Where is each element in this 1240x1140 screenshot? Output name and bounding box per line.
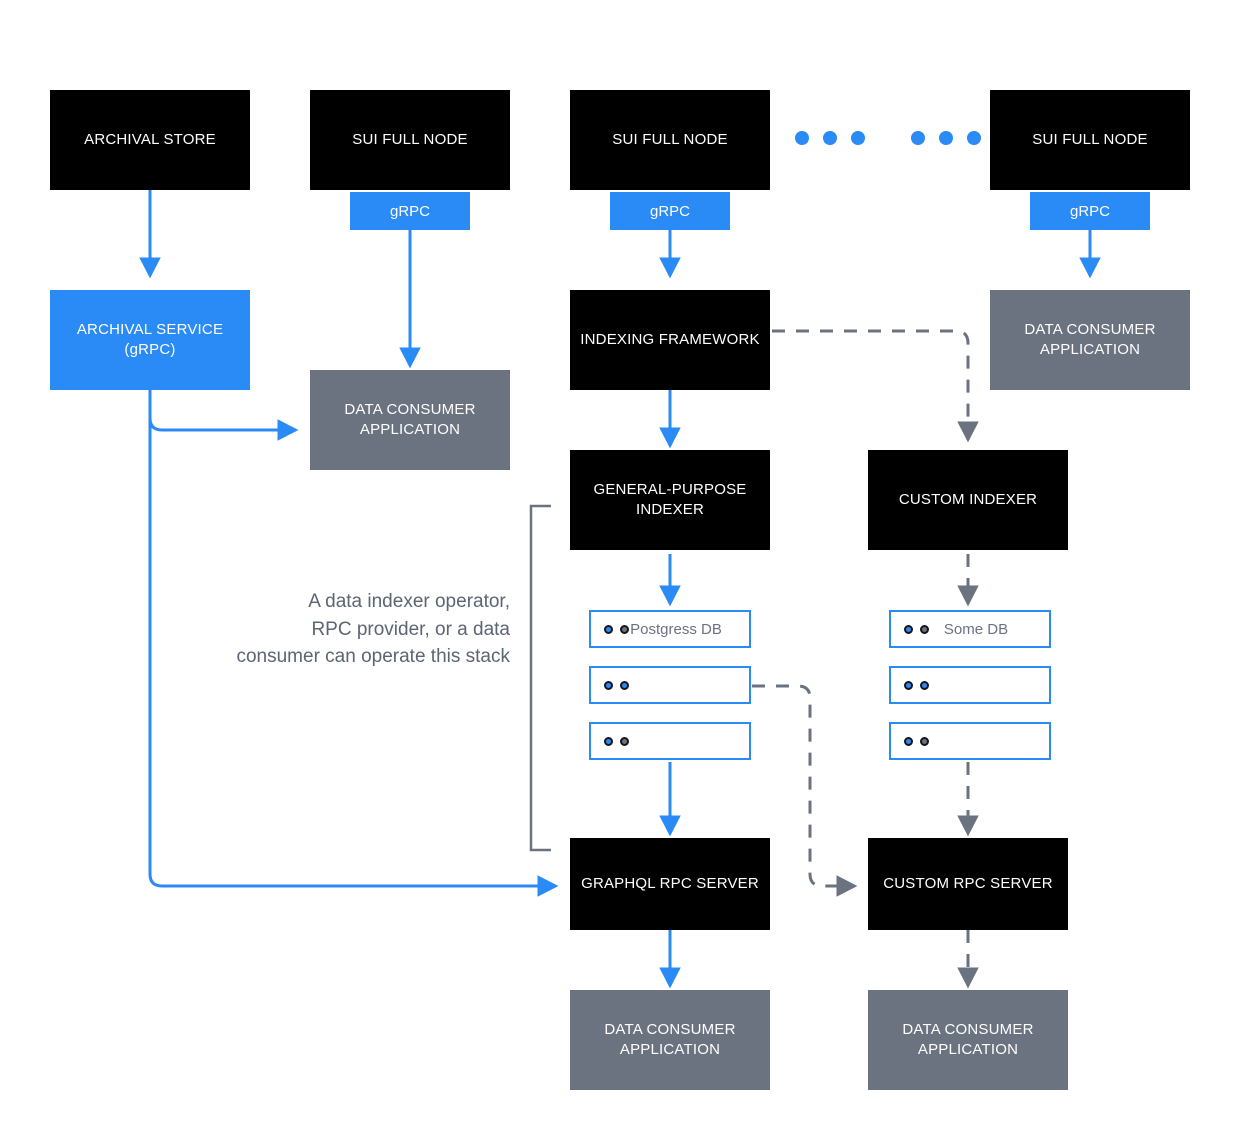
ellipsis-group-1 bbox=[795, 131, 865, 145]
node-graphql-rpc-server[interactable]: GRAPHQL RPC SERVER bbox=[570, 838, 770, 930]
gp-indexer-label-line1: GENERAL-PURPOSE bbox=[593, 481, 747, 499]
db-status-dots bbox=[604, 680, 629, 690]
db-dot-secondary-icon bbox=[620, 736, 629, 746]
consumer-bottom-left-label-line2: APPLICATION bbox=[619, 1041, 721, 1058]
db-status-dots bbox=[904, 624, 929, 634]
ellipsis-dot bbox=[967, 131, 981, 145]
db-status-dots bbox=[604, 624, 629, 634]
db-dot-primary-icon bbox=[604, 624, 613, 634]
tab-grpc-right-label: gRPC bbox=[1069, 202, 1110, 220]
db-dot-secondary-icon bbox=[920, 680, 929, 690]
node-archival-store-label: ARCHIVAL STORE bbox=[84, 131, 216, 149]
graphql-rpc-server-label: GRAPHQL RPC SERVER bbox=[581, 875, 759, 893]
db-dot-primary-icon bbox=[604, 680, 613, 690]
consumer-bottom-right-label-line2: APPLICATION bbox=[917, 1041, 1019, 1058]
ellipsis-dot bbox=[851, 131, 865, 145]
node-data-consumer-application-bottom-right[interactable]: DATA CONSUMER APPLICATION bbox=[868, 990, 1068, 1090]
db-dot-secondary-icon bbox=[620, 624, 629, 634]
consumer-bottom-left-label-line1: DATA CONSUMER bbox=[604, 1021, 736, 1039]
node-indexing-framework-label: INDEXING FRAMEWORK bbox=[580, 331, 760, 349]
node-sui-full-node-mid-label: SUI FULL NODE bbox=[612, 131, 728, 149]
db-box-postgress[interactable]: Postgress DB bbox=[589, 610, 751, 648]
db-dot-primary-icon bbox=[604, 736, 613, 746]
consumer-right-label-line1: DATA CONSUMER bbox=[1024, 321, 1156, 339]
node-sui-full-node-left-label: SUI FULL NODE bbox=[352, 131, 468, 149]
db-box-right-2[interactable] bbox=[889, 666, 1051, 704]
tab-grpc-mid-label: gRPC bbox=[649, 202, 690, 220]
node-sui-full-node-right-label: SUI FULL NODE bbox=[1032, 131, 1148, 149]
ellipsis-dot bbox=[823, 131, 837, 145]
db-dot-secondary-icon bbox=[620, 680, 629, 690]
tab-grpc-right[interactable]: gRPC bbox=[1030, 192, 1150, 230]
custom-indexer-label: CUSTOM INDEXER bbox=[898, 491, 1038, 509]
db-box-left-2[interactable] bbox=[589, 666, 751, 704]
tab-grpc-left[interactable]: gRPC bbox=[350, 192, 470, 230]
db-box-some-db-label: Some DB bbox=[943, 620, 1009, 638]
db-dot-secondary-icon bbox=[920, 736, 929, 746]
custom-rpc-server-label: CUSTOM RPC SERVER bbox=[883, 875, 1053, 893]
node-sui-full-node-left[interactable]: SUI FULL NODE bbox=[310, 90, 510, 190]
consumer-bottom-right-label-line1: DATA CONSUMER bbox=[902, 1021, 1034, 1039]
node-data-consumer-application-right[interactable]: DATA CONSUMER APPLICATION bbox=[990, 290, 1190, 390]
node-archival-store[interactable]: ARCHIVAL STORE bbox=[50, 90, 250, 190]
db-box-postgress-label: Postgress DB bbox=[630, 620, 722, 638]
stack-bracket bbox=[529, 504, 551, 852]
stack-caption-line1: A data indexer operator, bbox=[308, 591, 510, 612]
edge-indexing-framework-to-custom-indexer bbox=[772, 329, 979, 443]
edge-archival-service-to-consumer bbox=[148, 390, 299, 441]
node-sui-full-node-mid[interactable]: SUI FULL NODE bbox=[570, 90, 770, 190]
node-custom-rpc-server[interactable]: CUSTOM RPC SERVER bbox=[868, 838, 1068, 930]
node-data-consumer-application-bottom-left[interactable]: DATA CONSUMER APPLICATION bbox=[570, 990, 770, 1090]
db-dot-primary-icon bbox=[904, 624, 913, 634]
ellipsis-dot bbox=[795, 131, 809, 145]
stack-caption-line3: consumer can operate this stack bbox=[236, 646, 510, 668]
gp-indexer-label-line2: INDEXER bbox=[635, 501, 705, 518]
consumer-right-label-line2: APPLICATION bbox=[1039, 341, 1141, 358]
db-box-right-3[interactable] bbox=[889, 722, 1051, 760]
db-dot-primary-icon bbox=[904, 680, 913, 690]
db-dot-primary-icon bbox=[904, 736, 913, 746]
stack-caption: A data indexer operator, RPC provider, o… bbox=[180, 588, 510, 671]
ellipsis-dot bbox=[911, 131, 925, 145]
node-indexing-framework[interactable]: INDEXING FRAMEWORK bbox=[570, 290, 770, 390]
node-custom-indexer[interactable]: CUSTOM INDEXER bbox=[868, 450, 1068, 550]
consumer-left-label-line1: DATA CONSUMER bbox=[344, 401, 476, 419]
db-status-dots bbox=[904, 680, 929, 690]
stack-caption-line2: RPC provider, or a data bbox=[311, 618, 510, 640]
db-status-dots bbox=[904, 736, 929, 746]
node-general-purpose-indexer[interactable]: GENERAL-PURPOSE INDEXER bbox=[570, 450, 770, 550]
node-sui-full-node-right[interactable]: SUI FULL NODE bbox=[990, 90, 1190, 190]
node-archival-service-label-line2: (gRPC) bbox=[124, 341, 176, 358]
node-data-consumer-application-left[interactable]: DATA CONSUMER APPLICATION bbox=[310, 370, 510, 470]
consumer-left-label-line2: APPLICATION bbox=[359, 421, 461, 438]
tab-grpc-mid[interactable]: gRPC bbox=[610, 192, 730, 230]
db-box-some-db[interactable]: Some DB bbox=[889, 610, 1051, 648]
ellipsis-group-2 bbox=[911, 131, 981, 145]
node-archival-service-label-line1: ARCHIVAL SERVICE bbox=[76, 321, 224, 339]
db-status-dots bbox=[604, 736, 629, 746]
ellipsis-dot bbox=[939, 131, 953, 145]
db-dot-secondary-icon bbox=[920, 624, 929, 634]
tab-grpc-left-label: gRPC bbox=[389, 202, 430, 220]
db-box-left-3[interactable] bbox=[589, 722, 751, 760]
node-archival-service[interactable]: ARCHIVAL SERVICE (gRPC) bbox=[50, 290, 250, 390]
